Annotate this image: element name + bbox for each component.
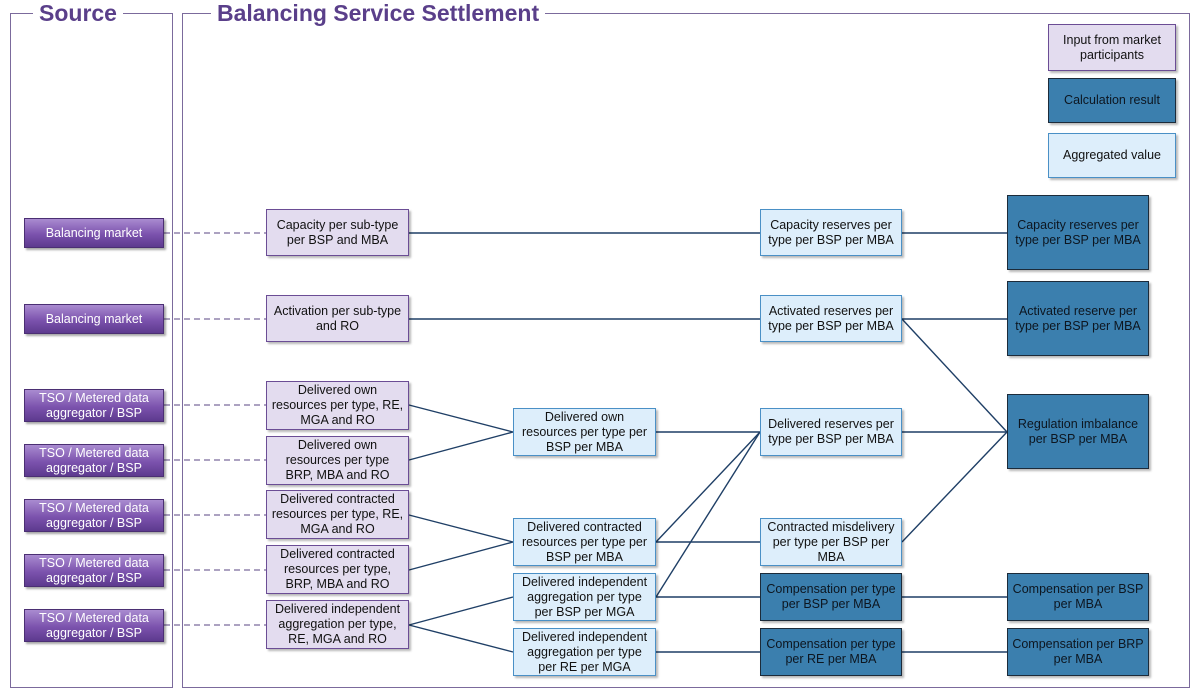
input-delivered-own-brp: Delivered own resources per type BRP, MB… (266, 436, 409, 485)
settlement-panel: Balancing Service Settlement (182, 0, 1190, 688)
source-tso-metered-aggregator-bsp: TSO / Metered data aggregator / BSP (24, 389, 164, 422)
flow-link (408, 514, 514, 543)
source-balancing-market: Balancing market (24, 218, 164, 248)
flow-link (408, 624, 514, 653)
source-tso-metered-aggregator-bsp: TSO / Metered data aggregator / BSP (24, 609, 164, 642)
source-balancing-market: Balancing market (24, 304, 164, 334)
source-panel-title: Source (33, 0, 123, 26)
legend-calc: Calculation result (1048, 78, 1176, 123)
result-activated-reserve: Activated reserve per type per BSP per M… (1007, 281, 1149, 356)
result-compensation-brp: Compensation per BRP per MBA (1007, 628, 1149, 676)
agg-delivered-own-per-bsp: Delivered own resources per type per BSP… (513, 408, 656, 456)
agg-delivered-reserves: Delivered reserves per type per BSP per … (760, 408, 902, 456)
source-panel: Source (10, 0, 173, 688)
input-delivered-contracted-brp: Delivered contracted resources per type,… (266, 545, 409, 594)
flow-link (655, 431, 761, 543)
flow-link (408, 431, 514, 461)
result-regulation-imbalance: Regulation imbalance per BSP per MBA (1007, 394, 1149, 469)
input-activation-per-subtype: Activation per sub-type and RO (266, 295, 409, 342)
source-tso-metered-aggregator-bsp: TSO / Metered data aggregator / BSP (24, 499, 164, 532)
agg-delivered-independent-per-re: Delivered independent aggregation per ty… (513, 628, 656, 676)
source-tso-metered-aggregator-bsp: TSO / Metered data aggregator / BSP (24, 444, 164, 477)
input-delivered-own-re: Delivered own resources per type, RE, MG… (266, 381, 409, 430)
result-capacity-reserves: Capacity reserves per type per BSP per M… (1007, 195, 1149, 270)
agg-capacity-reserves: Capacity reserves per type per BSP per M… (760, 209, 902, 256)
flow-link (901, 431, 1008, 543)
input-delivered-independent: Delivered independent aggregation per ty… (266, 600, 409, 649)
agg-contracted-misdelivery: Contracted misdelivery per type per BSP … (760, 518, 902, 566)
legend-agg: Aggregated value (1048, 133, 1176, 178)
source-tso-metered-aggregator-bsp: TSO / Metered data aggregator / BSP (24, 554, 164, 587)
agg-delivered-independent-per-bsp: Delivered independent aggregation per ty… (513, 573, 656, 621)
settlement-panel-title: Balancing Service Settlement (211, 0, 546, 26)
agg-activated-reserves: Activated reserves per type per BSP per … (760, 295, 902, 342)
legend-input: Input from market participants (1048, 24, 1176, 71)
result-compensation-bsp: Compensation per BSP per MBA (1007, 573, 1149, 621)
calc-compensation-per-re-type: Compensation per type per RE per MBA (760, 628, 902, 676)
agg-delivered-contracted-per-bsp: Delivered contracted resources per type … (513, 518, 656, 566)
flow-link (655, 431, 761, 598)
input-delivered-contracted-re: Delivered contracted resources per type,… (266, 490, 409, 539)
flow-link (408, 541, 514, 571)
flow-link (408, 596, 514, 626)
flow-link (901, 318, 1008, 433)
calc-compensation-per-bsp-type: Compensation per type per BSP per MBA (760, 573, 902, 621)
input-capacity-per-subtype: Capacity per sub-type per BSP and MBA (266, 209, 409, 256)
flow-link (408, 404, 514, 433)
